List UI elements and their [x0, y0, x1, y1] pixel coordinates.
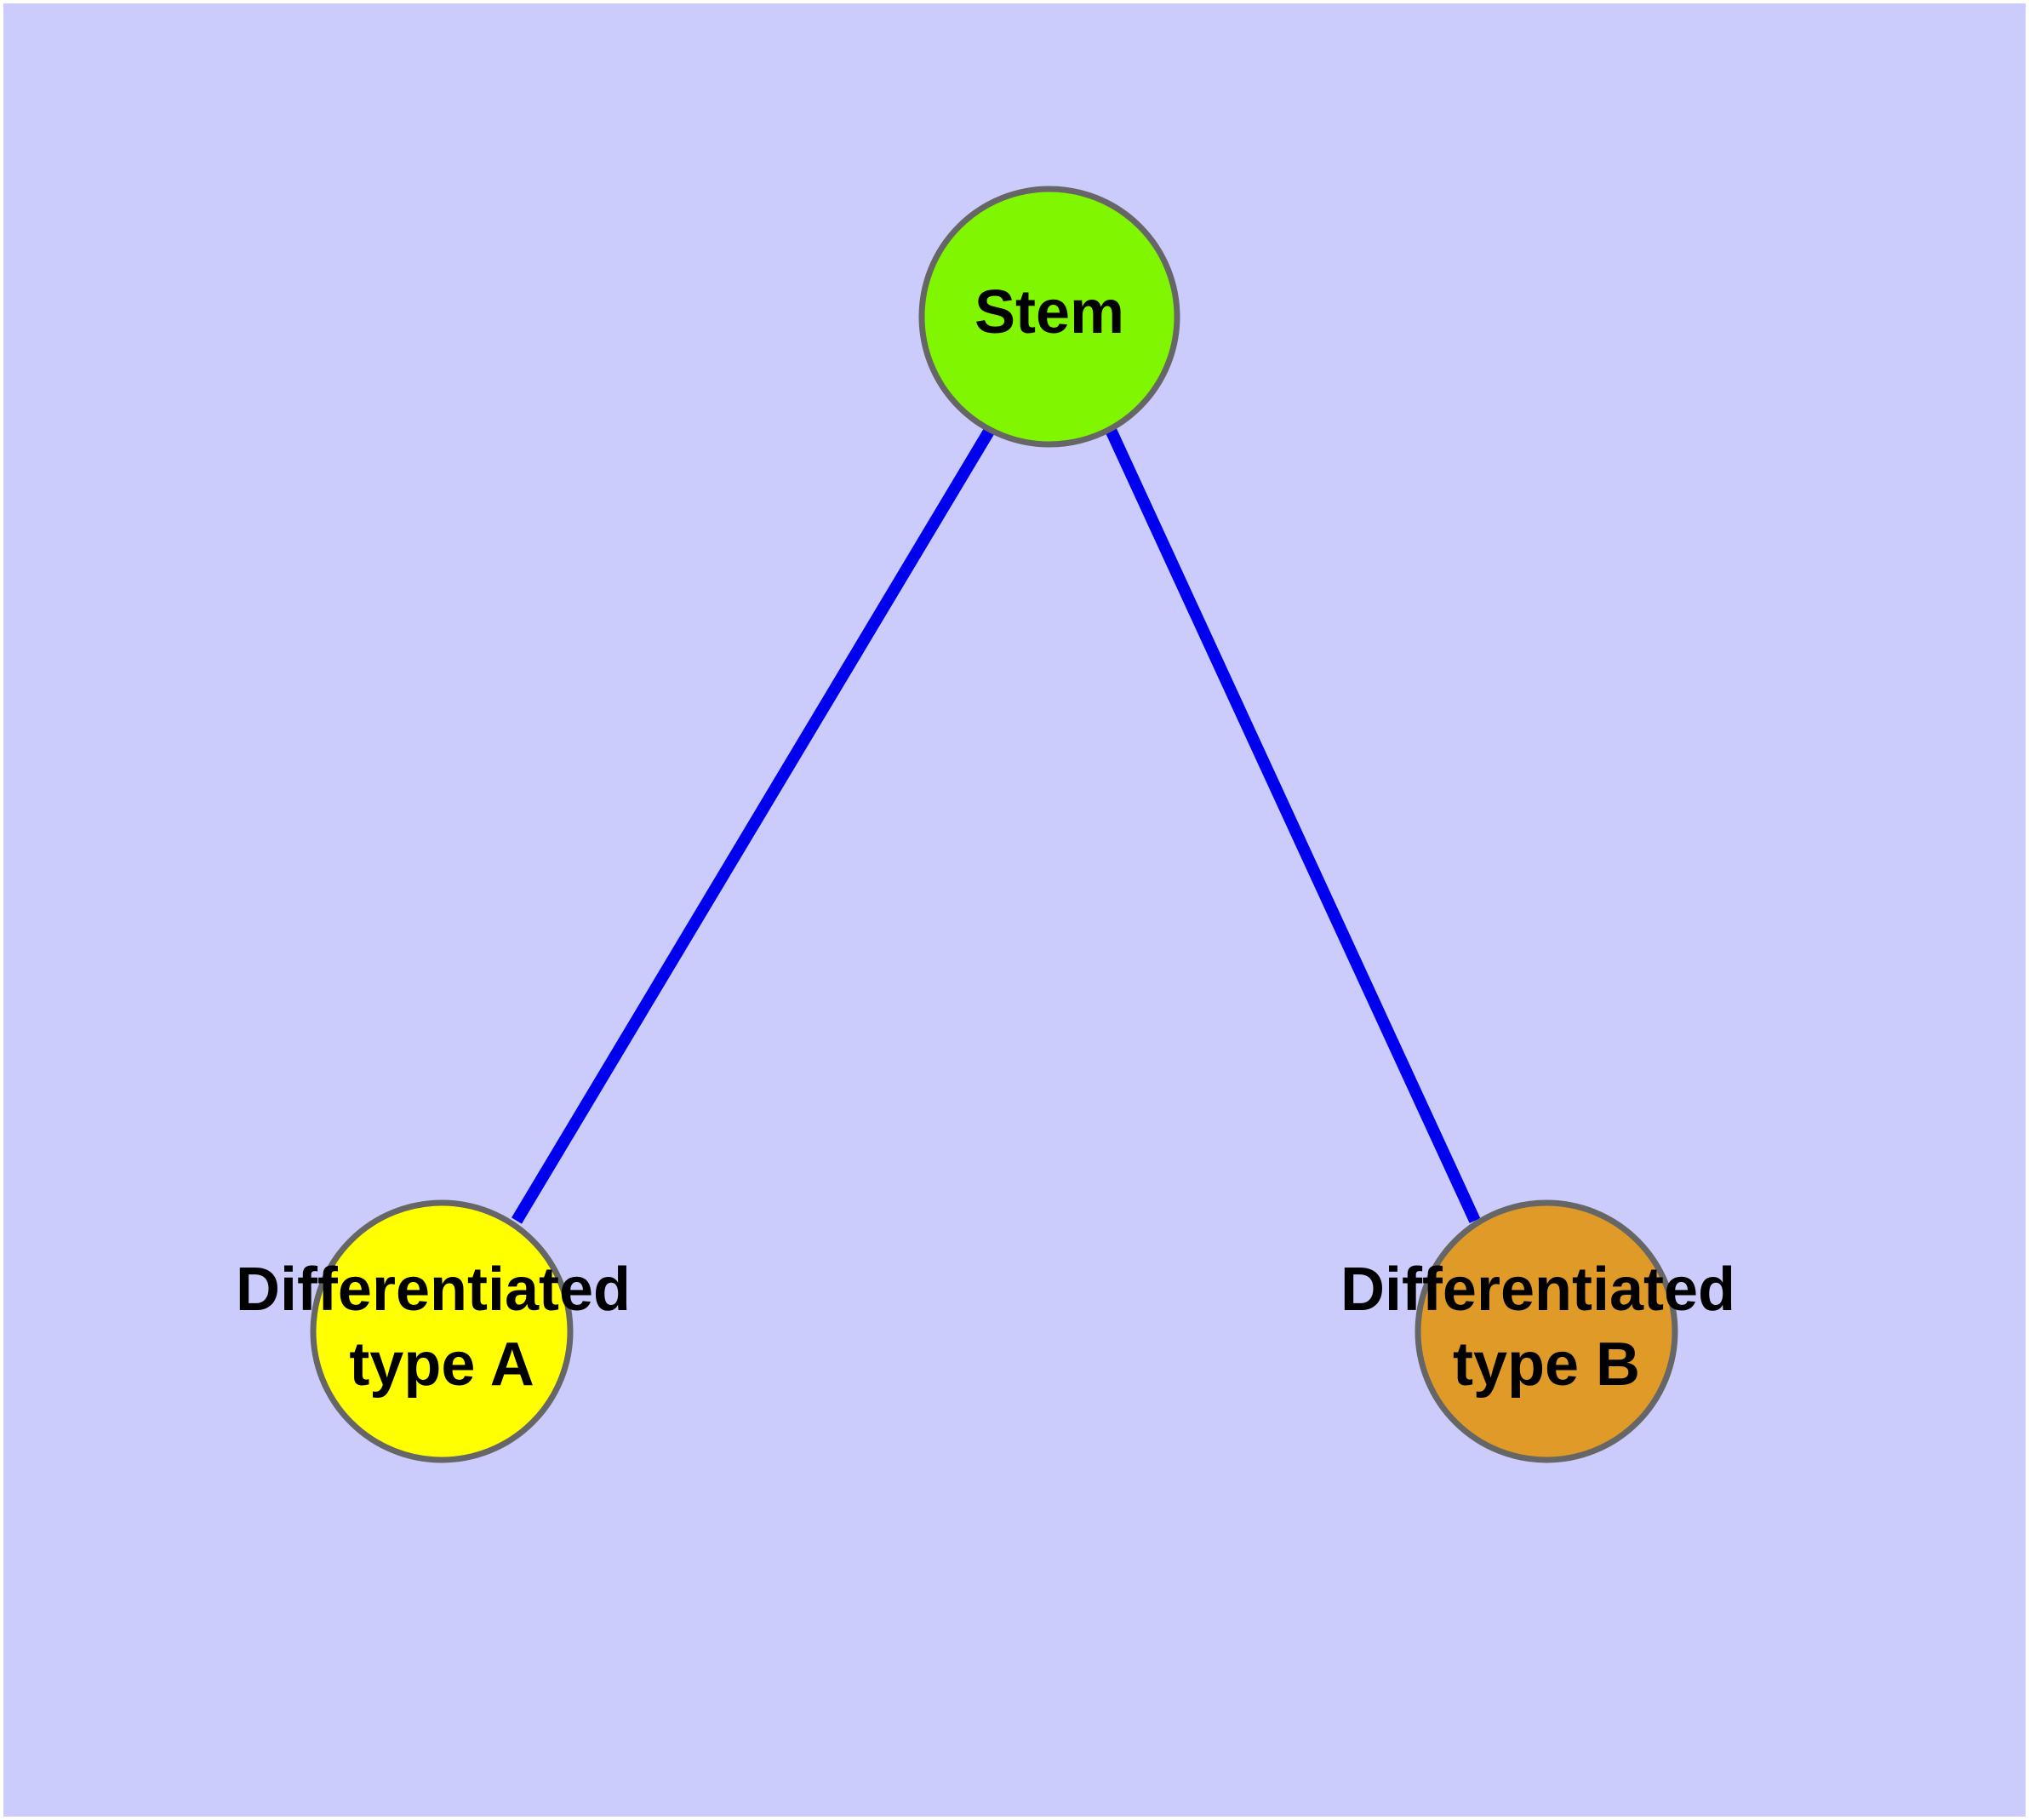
node-label-differentiated-type-a-line-1: Differentiated — [236, 1256, 631, 1324]
edge-stem-to-differentiated-type-a[interactable] — [511, 426, 996, 1224]
edge-layer — [511, 426, 1481, 1224]
node-differentiated-type-a[interactable] — [310, 1199, 574, 1463]
node-layer — [310, 186, 1678, 1463]
edge-stem-to-differentiated-type-b[interactable] — [1105, 427, 1481, 1223]
node-circle-differentiated-type-b[interactable] — [1415, 1199, 1678, 1463]
node-label-differentiated-type-b: Differentiated type B — [1340, 1256, 1752, 1399]
node-label-differentiated-type-b-line-1: Differentiated — [1340, 1256, 1735, 1324]
node-label-layer: Stem Differentiated type A Differentiate… — [236, 278, 1752, 1399]
node-differentiated-type-b[interactable] — [1415, 1199, 1678, 1463]
node-label-stem: Stem — [974, 278, 1124, 346]
node-circle-differentiated-type-a[interactable] — [310, 1199, 574, 1463]
node-label-differentiated-type-b-line-2: type B — [1453, 1331, 1640, 1399]
node-label-stem-line-1: Stem — [974, 278, 1124, 346]
node-stem[interactable] — [918, 186, 1180, 448]
node-label-differentiated-type-a: Differentiated type A — [236, 1256, 648, 1399]
node-label-differentiated-type-a-line-2: type A — [349, 1331, 534, 1399]
node-circle-stem[interactable] — [918, 186, 1180, 448]
